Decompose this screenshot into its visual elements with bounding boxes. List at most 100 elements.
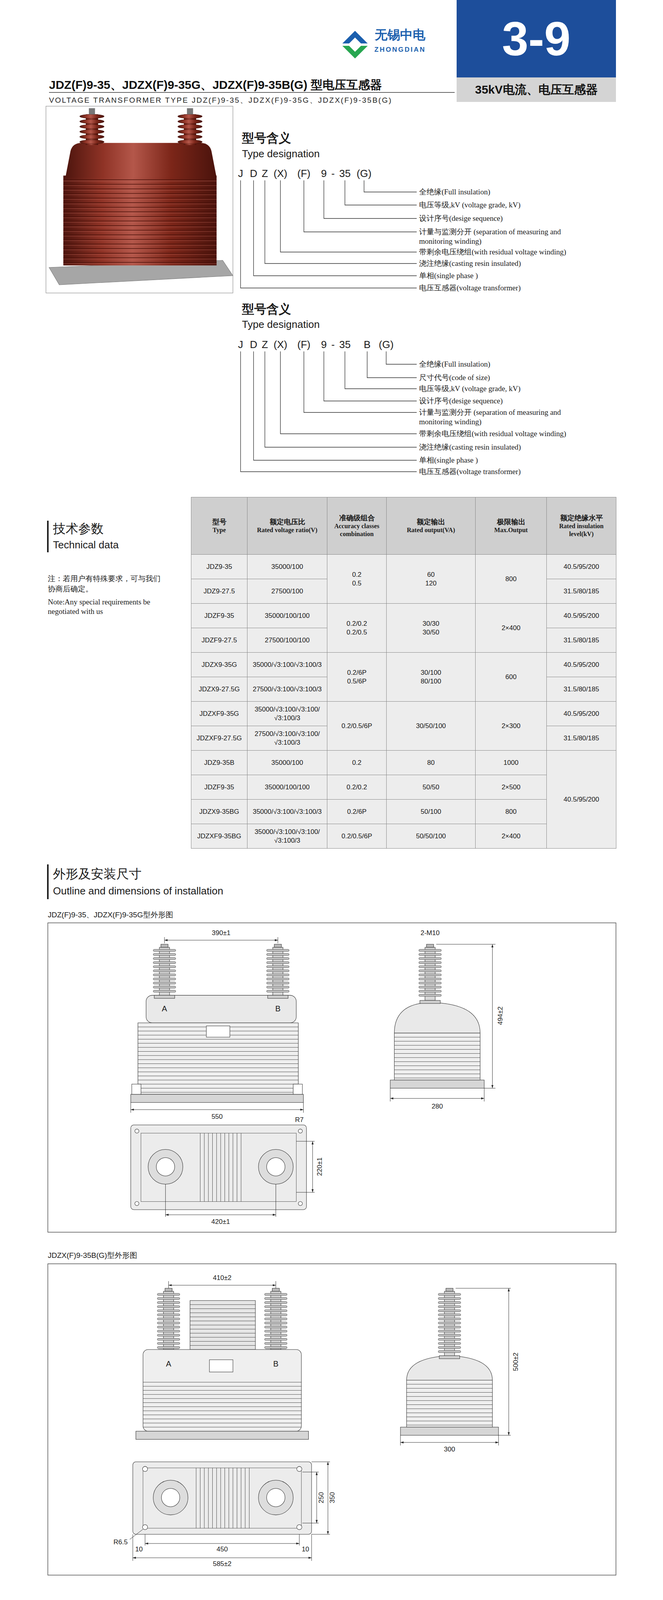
section-heading: 技术参数 [52, 521, 104, 537]
rib-line [137, 1055, 299, 1057]
rib-line [143, 1395, 302, 1396]
table-value: 0.2 [352, 570, 362, 580]
housing-plan [130, 1125, 307, 1211]
section-heading-en: Technical data [52, 539, 119, 552]
housing-body [406, 1381, 493, 1429]
bushing-shed [418, 966, 442, 969]
bushing-shed [157, 1314, 180, 1317]
housing-body [394, 1033, 480, 1081]
extension-line [302, 1524, 319, 1525]
table-cell: JDZX9-27.5G [191, 677, 248, 702]
table-value: 0.2/6P [347, 668, 367, 678]
housing-top [190, 1301, 256, 1351]
bushing-shed [153, 966, 176, 969]
table-value: 2×300 [501, 722, 521, 731]
housing-top [394, 1003, 480, 1034]
rib-line [406, 1401, 493, 1402]
table-value: 30/50 [422, 628, 440, 637]
rib-line [143, 1415, 302, 1417]
table-cell: 35000/√3:100/√3:100/3 [247, 653, 327, 678]
bushing-shed [264, 1314, 288, 1317]
photo-rib [63, 262, 217, 263]
table-header-text: Max.Output [494, 526, 528, 535]
rib-line [190, 1346, 256, 1347]
type-code-meaning: 设计序号(desige sequence) [419, 213, 503, 224]
dimension-arrow [507, 1433, 510, 1437]
bushing-shed [418, 953, 442, 956]
dimension-line [312, 1142, 313, 1194]
table-cell: 35000/100/100 [247, 775, 327, 800]
bushing-flange [439, 1356, 460, 1360]
dimension-line [327, 1462, 329, 1536]
photo-rib [63, 216, 217, 218]
bushing-shed [157, 1327, 180, 1330]
note-text: 注：若用户有特殊要求，可与我们协商后确定。 [47, 574, 167, 595]
table-value: 27500/√3:100/√3:100/√3:100/3 [249, 730, 325, 748]
dimension-text: 220±1 [316, 1158, 324, 1177]
table-cell: 800 [475, 800, 547, 825]
rib-line [143, 1387, 302, 1388]
type-code-letter: 9 [321, 338, 327, 352]
note-text: Note:Any special requirements be negotia… [47, 597, 179, 617]
rib-line [204, 1133, 205, 1203]
rib-line [406, 1389, 493, 1390]
section-heading: 型号含义 [241, 130, 291, 146]
photo-shed [79, 119, 105, 124]
nameplate [209, 1360, 233, 1374]
type-code-letter: (X) [273, 167, 288, 180]
bushing-shed [153, 950, 176, 952]
bushing-shed [438, 1314, 461, 1317]
type-code-meaning: 电压等级,kV (voltage grade, kV) [419, 384, 521, 394]
table-value: 800 [505, 808, 517, 817]
rib-line [394, 1054, 480, 1055]
extension-line [303, 1103, 304, 1114]
terminal-label: B [273, 1360, 279, 1370]
type-code-letter: J [238, 167, 244, 180]
bushing-plan [161, 1489, 180, 1508]
extension-line [498, 1436, 499, 1447]
photo-rib [63, 217, 217, 219]
rib-line [208, 1469, 209, 1530]
table-cell: 50/50/100 [386, 824, 476, 849]
extension-line [130, 1103, 131, 1114]
bushing-shed [157, 1331, 180, 1334]
table-value: JDZXF9-27.5G [196, 734, 242, 743]
terminal-cap [272, 1289, 280, 1293]
table-value: 0.2 [352, 759, 362, 768]
rib-line [137, 1072, 299, 1073]
extension-line [311, 1462, 331, 1464]
dimension-line [132, 1558, 312, 1560]
table-value: JDZ9-35 [206, 562, 233, 572]
mounting-hole [296, 1467, 303, 1473]
drawing-caption: JDZ(F)9-35、JDZX(F)9-35G型外形图 [47, 911, 174, 921]
dimension-arrow [164, 939, 168, 942]
dimension-arrow [308, 1558, 312, 1561]
photo-shed [177, 129, 203, 134]
dimension-line [400, 1443, 499, 1444]
table-value: 50/100 [420, 808, 442, 817]
bushing-shed [266, 970, 289, 973]
rib-line [208, 1133, 209, 1203]
photo-rib [63, 193, 217, 195]
table-value: JDZX9-35G [201, 661, 238, 670]
photo-shed [79, 124, 105, 129]
bushing-shed [157, 1310, 180, 1313]
rib-line [190, 1317, 256, 1319]
photo-rib [63, 211, 217, 213]
title-rule [49, 92, 455, 93]
table-value: 2×400 [501, 624, 521, 633]
table-cell: 0.2/6P [327, 800, 387, 825]
extension-line [311, 1535, 312, 1563]
bushing-shed [438, 1302, 461, 1305]
type-code-letter: (F) [297, 338, 311, 352]
leader-line [253, 351, 417, 461]
extension-line [275, 1282, 276, 1290]
rib-line [394, 1037, 480, 1039]
extension-line [436, 944, 496, 946]
table-value: JDZX9-27.5G [198, 685, 240, 694]
rib-line [394, 1074, 480, 1075]
bushing-shed [438, 1335, 461, 1338]
leader-line [240, 351, 418, 473]
table-value: 40.5/95/200 [563, 661, 600, 670]
table-value: 35000/√3:100/√3:100/√3:100/3 [249, 705, 325, 723]
